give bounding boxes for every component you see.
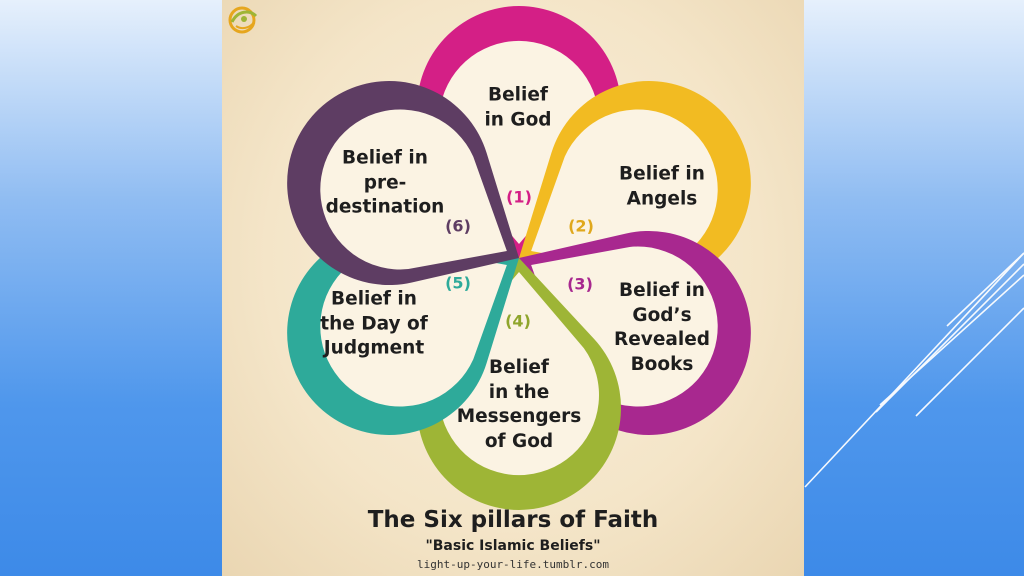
- petal-5-center: [320, 246, 507, 407]
- petal-label-1: Belief in God: [484, 84, 552, 131]
- poster-title: The Six pillars of Faith: [367, 507, 659, 533]
- petal-number-2: (2): [568, 216, 594, 236]
- poster-subtitle: "Basic Islamic Beliefs": [425, 538, 601, 554]
- petal-number-1: (1): [506, 187, 532, 207]
- petal-6: [287, 81, 519, 286]
- petal-label-3: Belief in God’s Revealed Books: [613, 280, 711, 375]
- flower-diagram: [287, 6, 751, 510]
- petal-number-6: (6): [445, 216, 471, 236]
- petal-6-center: [320, 109, 507, 270]
- petal-label-4: Belief in the Messengers of God: [456, 357, 582, 452]
- petal-number-5: (5): [445, 273, 471, 293]
- petal-label-2: Belief in Angels: [619, 163, 705, 210]
- petal-label-5: Belief in the Day of Judgment: [320, 288, 428, 359]
- petal-number-4: (4): [505, 311, 531, 331]
- petal-2: [519, 81, 751, 286]
- petal-number-3: (3): [567, 274, 593, 294]
- six-pillars-poster: Belief in God Belief in Angels Belief in…: [222, 0, 804, 576]
- leaf-swirl-logo-icon: [228, 6, 258, 34]
- poster-credit: light-up-your-life.tumblr.com: [416, 558, 610, 571]
- petal-2-center: [531, 109, 718, 270]
- petal-label-6: Belief in pre- destination: [325, 147, 445, 218]
- petal-5: [287, 230, 519, 435]
